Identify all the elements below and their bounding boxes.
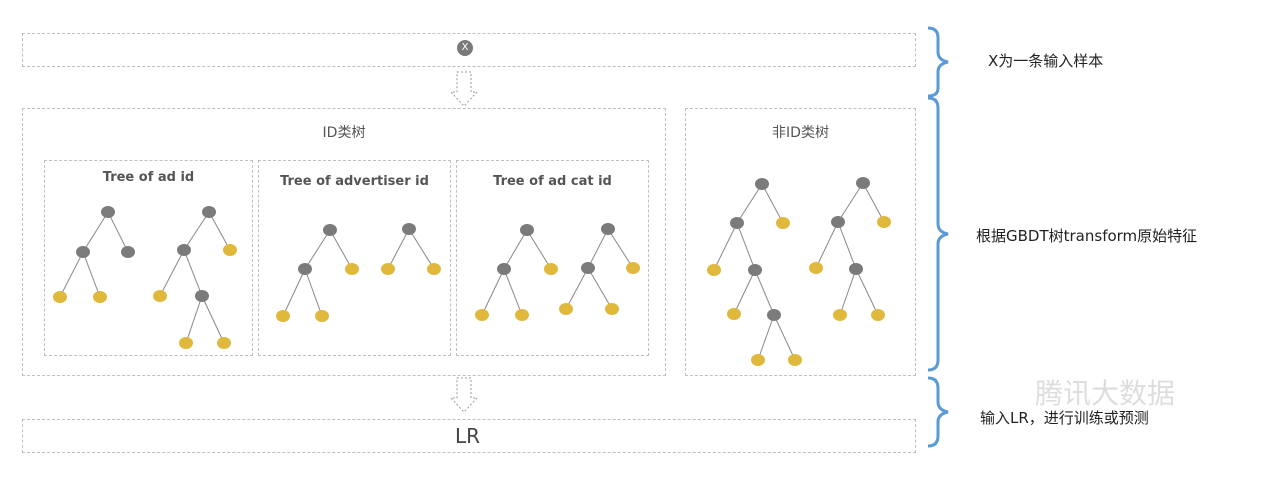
internal-node xyxy=(101,206,115,218)
leaf-node xyxy=(345,263,359,275)
bracket-input xyxy=(927,26,949,98)
tree-panel-ad-id xyxy=(44,160,253,356)
input-node-x: X xyxy=(457,40,473,56)
leaf-node xyxy=(93,291,107,303)
internal-node xyxy=(202,206,216,218)
internal-node xyxy=(849,263,863,275)
leaf-node xyxy=(515,309,529,321)
internal-node xyxy=(520,224,534,236)
leaf-node xyxy=(276,310,290,322)
leaf-node xyxy=(217,337,231,349)
internal-node xyxy=(581,262,595,274)
internal-node xyxy=(730,217,744,229)
tree-title-advertiser-id: Tree of advertiser id xyxy=(280,174,429,189)
leaf-node xyxy=(776,217,790,229)
leaf-node xyxy=(427,263,441,275)
leaf-node xyxy=(871,309,885,321)
leaf-node xyxy=(626,262,640,274)
lr-box xyxy=(22,419,916,453)
leaf-node xyxy=(544,263,558,275)
leaf-node xyxy=(559,303,573,315)
internal-node xyxy=(177,244,191,256)
leaf-node xyxy=(605,303,619,315)
leaf-node xyxy=(153,290,167,302)
non-id-tree-group xyxy=(685,108,916,376)
bracket-gbdt xyxy=(927,96,949,372)
internal-node xyxy=(856,177,870,189)
leaf-node xyxy=(475,309,489,321)
leaf-node xyxy=(315,310,329,322)
arrow-down-icon xyxy=(449,377,479,413)
lr-label: LR xyxy=(455,424,481,448)
leaf-node xyxy=(809,262,823,274)
tree-title-ad-id: Tree of ad id xyxy=(102,170,195,185)
input-description: X为一条输入样本 xyxy=(988,52,1104,70)
watermark: 腾讯大数据 xyxy=(1035,377,1176,410)
internal-node xyxy=(748,264,762,276)
lr-description: 输入LR，进行训练或预测 xyxy=(980,409,1149,427)
leaf-node xyxy=(179,337,193,349)
internal-node xyxy=(601,223,615,235)
internal-node xyxy=(195,290,209,302)
tree-panel-advertiser-id xyxy=(258,160,451,356)
non-id-tree-group-title: 非ID类树 xyxy=(772,125,829,141)
leaf-node xyxy=(707,264,721,276)
internal-node xyxy=(755,178,769,190)
internal-node xyxy=(767,309,781,321)
leaf-node xyxy=(877,216,891,228)
internal-node xyxy=(497,263,511,275)
id-tree-group xyxy=(22,108,666,376)
id-tree-group-title: ID类树 xyxy=(322,125,366,141)
bracket-lr xyxy=(927,376,949,448)
internal-node xyxy=(121,246,135,258)
leaf-node xyxy=(833,309,847,321)
tree-title-ad-cat-id: Tree of ad cat id xyxy=(493,174,612,189)
leaf-node xyxy=(381,263,395,275)
tree-panel-ad-cat-id xyxy=(456,160,649,356)
leaf-node xyxy=(223,244,237,256)
leaf-node xyxy=(788,354,802,366)
internal-node xyxy=(323,224,337,236)
internal-node xyxy=(402,223,416,235)
input-box xyxy=(22,33,916,67)
internal-node xyxy=(76,246,90,258)
internal-node xyxy=(831,216,845,228)
internal-node xyxy=(298,263,312,275)
leaf-node xyxy=(53,291,67,303)
leaf-node xyxy=(751,354,765,366)
leaf-node xyxy=(727,308,741,320)
gbdt-description: 根据GBDT树transform原始特征 xyxy=(976,227,1198,245)
arrow-down-icon xyxy=(449,71,479,107)
